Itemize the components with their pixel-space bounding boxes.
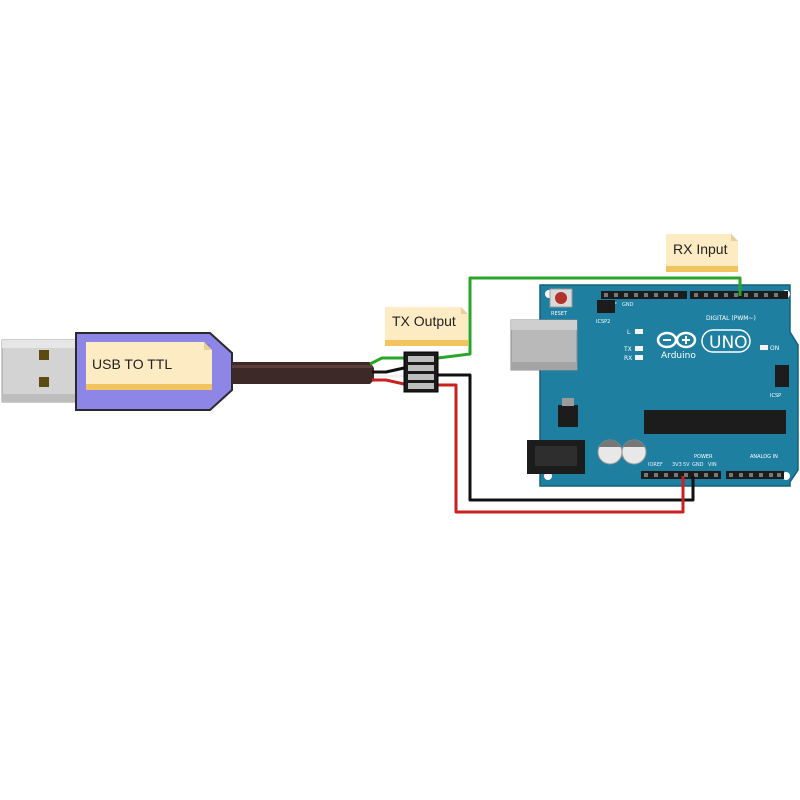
vcc-wire-stub [372,378,405,386]
adapter-label: USB TO TTL [86,342,212,390]
gnd-top-text: GND [622,302,634,308]
icsp2-header: ICSP2 [596,300,615,325]
usb-plug [1,339,77,403]
arduino-logo: Arduino UNO [656,329,751,361]
digital-text: DIGITAL (PWM~) [706,315,756,322]
tx-output-text: TX Output [392,313,456,329]
rx-input-text: RX Input [673,241,728,257]
capacitors [597,439,647,465]
on-text: ON [770,345,779,352]
atmega-chip [644,410,786,434]
analog-text: ANALOG IN [750,454,778,460]
ioref-text: IOREF [648,462,663,468]
usb-b-jack [510,319,578,371]
power-header: POWER IOREF 3V3 5V GND VIN [641,454,721,479]
status-leds: L TX RX ON [623,329,779,362]
icsp-header: ICSP [770,365,789,399]
power-text: POWER [694,454,713,460]
led-l-text: L [627,329,631,336]
gnd-wire-stub [372,366,405,374]
led-tx-text: TX [623,346,632,353]
brand-text: Arduino [661,351,696,361]
gnd-wire [438,373,695,502]
dupont-connector [403,351,439,393]
reset-text: RESET [551,311,568,317]
pin-vin-text: VIN [708,462,717,468]
led-rx-text: RX [624,355,632,362]
icsp-text: ICSP [770,393,781,399]
gnd-bottom-text: GND [692,462,704,468]
icsp2-text: ICSP2 [596,319,610,325]
wires [369,276,742,514]
tx-output-label: TX Output [385,307,468,346]
pin-3v3-text: 3V3 [672,462,682,468]
tx-wire [369,356,404,366]
reset-button: RESET [549,288,573,317]
rx-input-label: RX Input [666,234,738,272]
arduino-uno-board: RESET AREF GND DIGITAL (PWM~) [510,284,799,487]
vcc-wire [438,383,685,514]
voltage-regulator [558,405,578,427]
cable [232,362,374,384]
dc-power-jack [527,440,585,474]
adapter-label-text: USB TO TTL [92,356,172,372]
voltage-regulator-tab [562,398,574,406]
analog-header: ANALOG IN [726,454,784,479]
pin-5v-text: 5V [683,462,690,468]
model-text: UNO [709,333,748,353]
